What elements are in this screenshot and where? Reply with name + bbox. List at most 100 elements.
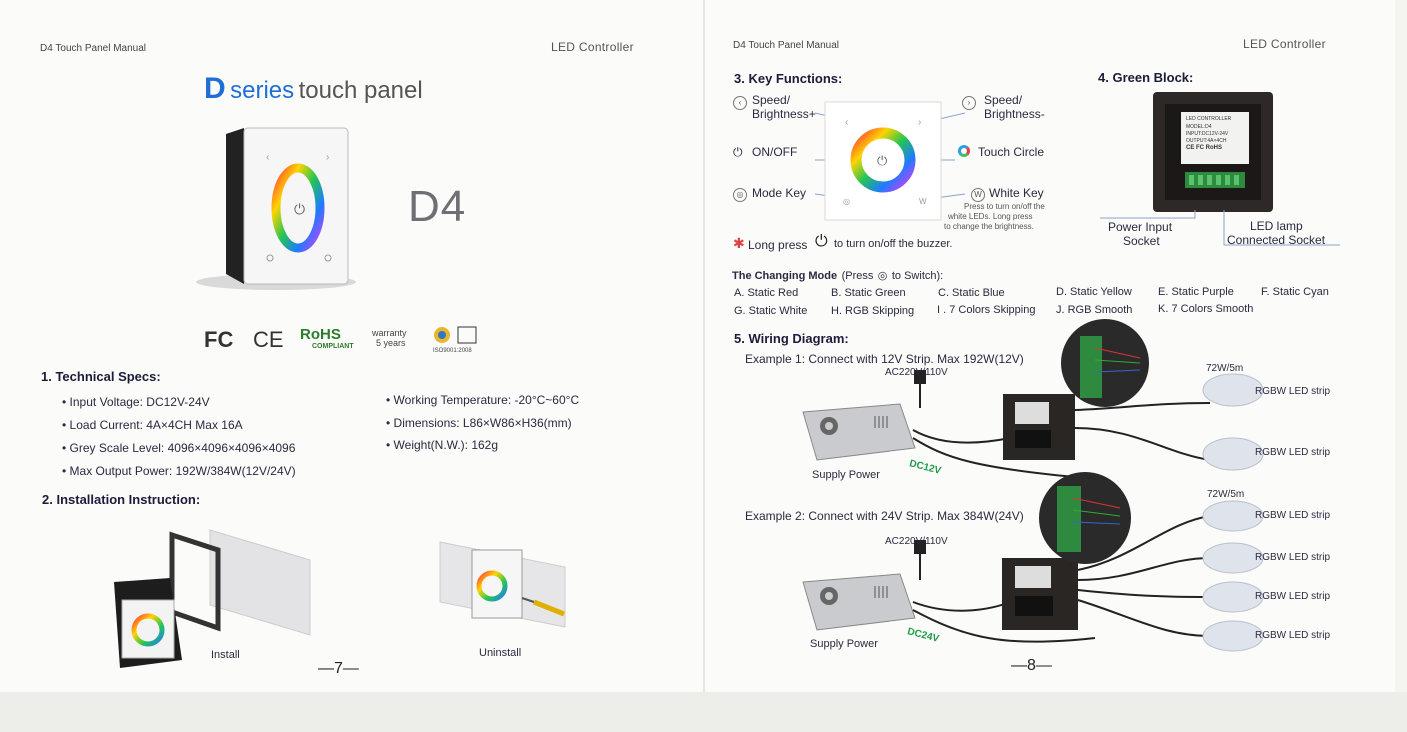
chevron-left-icon: ‹ <box>733 95 747 110</box>
mode-item: B. Static Green <box>831 287 906 299</box>
iso-logo-icon <box>434 326 477 344</box>
chevron-right-icon: › <box>962 95 976 110</box>
white-note-line1: Press to turn on/off the <box>964 202 1045 211</box>
strip-label: RGBW LED strip <box>1255 447 1331 458</box>
page-title: D series touch panel <box>204 72 423 105</box>
svg-text:‹: ‹ <box>266 152 269 163</box>
touch-circle-icon <box>958 145 970 157</box>
long-press-a: Long press <box>748 238 808 252</box>
spec-item: • Max Output Power: 192W/384W(12V/24V) <box>62 464 296 478</box>
rohs-logo: RoHS <box>300 326 341 343</box>
wiring-diagram <box>802 319 1264 652</box>
page-fold <box>703 0 705 692</box>
key-functions-title: 3. Key Functions: <box>734 71 843 86</box>
supply-label-1: Supply Power <box>812 469 880 481</box>
spec-item: • Weight(N.W.): 162g <box>386 438 499 452</box>
mode-icon: ◎ <box>733 187 747 202</box>
svg-text:‹: ‹ <box>845 117 848 128</box>
mode-item: G. Static White <box>734 305 808 317</box>
mode-icon: ◎ <box>877 270 888 282</box>
right-page: D4 Touch Panel Manual LED Controller 3. … <box>705 0 1395 692</box>
specs-title: 1. Technical Specs: <box>41 369 161 384</box>
white-note-line3: to change the brightness. <box>944 222 1034 231</box>
warranty-logo-bottom: 5 years <box>376 338 406 348</box>
mode-item: J. RGB Smooth <box>1056 304 1133 316</box>
supply-label-2: Supply Power <box>810 638 878 650</box>
strip-label: RGBW LED strip <box>1255 510 1331 521</box>
page-number: —8— <box>1011 657 1052 674</box>
spec-item: • Working Temperature: -20°C~60°C <box>386 393 580 407</box>
key-speed-plus: ‹ <box>733 94 752 112</box>
green-label-line: INPUT:DC12V-24V <box>1186 131 1229 137</box>
strip-spec-1: 72W/5m <box>1206 363 1244 374</box>
asterisk-icon: ✱ <box>733 235 745 251</box>
svg-text:›: › <box>326 152 329 163</box>
power-input-line2: Socket <box>1123 234 1160 248</box>
led-socket-line1: LED lamp <box>1250 219 1303 233</box>
strip-label: RGBW LED strip <box>1255 591 1331 602</box>
install-title: 2. Installation Instruction: <box>42 492 201 507</box>
strip-label: RGBW LED strip <box>1255 630 1331 641</box>
spec-item: • Load Current: 4A×4CH Max 16A <box>62 418 243 432</box>
key-onoff: ON/OFF <box>752 145 798 159</box>
key-touch-circle: Touch Circle <box>978 145 1045 159</box>
header-left: D4 Touch Panel Manual <box>40 43 146 54</box>
svg-text:›: › <box>918 117 921 128</box>
long-press-b: to turn on/off the buzzer. <box>834 238 953 250</box>
key-panel-diagram: ⏻ ‹ › ◎ W <box>815 101 965 221</box>
iso-text: ISO9001:2008 <box>433 348 472 354</box>
wiring-title: 5. Wiring Diagram: <box>734 331 849 346</box>
mode-item: D. Static Yellow <box>1056 286 1132 298</box>
strip-spec-2: 72W/5m <box>1207 489 1245 500</box>
header-right: LED Controller <box>1243 37 1326 51</box>
power-icon: ⏻ <box>815 233 828 250</box>
scan-margin <box>0 692 1407 732</box>
key-white: White Key <box>989 186 1044 200</box>
white-key-icon: W <box>971 187 985 202</box>
ac-label-2: AC220V/110V <box>885 536 948 547</box>
mode-item: C. Static Blue <box>938 287 1005 299</box>
white-note-line2: white LEDs. Long press <box>948 212 1033 221</box>
key-mode: Mode Key <box>752 186 807 200</box>
mode-item: F. Static Cyan <box>1261 286 1329 298</box>
header-left: D4 Touch Panel Manual <box>733 40 839 51</box>
example2-text: Example 2: Connect with 24V Strip. Max 3… <box>745 509 1024 523</box>
changing-mode-title: The Changing Mode (Press ◎ to Switch): <box>732 270 944 282</box>
key-speed-minus-line1: Speed/ <box>984 93 1023 107</box>
key-speed-plus-line2: Brightness+ <box>752 107 816 121</box>
spec-item: • Dimensions: L86×W86×H36(mm) <box>386 416 572 430</box>
example1-text: Example 1: Connect with 12V Strip. Max 1… <box>745 352 1024 366</box>
green-label-line: OUTPUT:4A×4CH <box>1186 138 1227 144</box>
strip-label: RGBW LED strip <box>1255 386 1331 397</box>
power-icon: ⏻ <box>733 145 743 159</box>
mode-item: I . 7 Colors Skipping <box>937 304 1036 316</box>
install-illustration <box>114 529 311 668</box>
key-speed-minus: › <box>962 94 981 112</box>
spec-item: • Grey Scale Level: 4096×4096×4096×4096 <box>62 441 296 455</box>
key-speed-minus-line2: Brightness- <box>984 107 1045 121</box>
mode-item: K. 7 Colors Smooth <box>1158 303 1254 315</box>
svg-text:W: W <box>919 197 927 206</box>
header-right: LED Controller <box>551 40 634 54</box>
uninstall-illustration <box>439 541 566 628</box>
uninstall-label: Uninstall <box>479 647 522 659</box>
spec-item: • Input Voltage: DC12V-24V <box>62 395 210 409</box>
svg-text:◎: ◎ <box>843 197 850 206</box>
install-label: Install <box>211 649 240 661</box>
strip-label: RGBW LED strip <box>1255 552 1331 563</box>
green-label-line: MODEL:D4 <box>1186 124 1212 130</box>
warranty-logo-top: warranty <box>372 328 407 338</box>
green-label-line: CE FC RoHS <box>1186 145 1222 151</box>
svg-text:⏻: ⏻ <box>877 153 887 168</box>
key-speed-plus-line1: Speed/ <box>752 93 791 107</box>
mode-item: A. Static Red <box>734 287 799 299</box>
green-block-photo <box>1153 92 1273 212</box>
mode-item: H. RGB Skipping <box>831 305 915 317</box>
ac-label-1: AC220V/110V <box>885 367 948 378</box>
svg-text:⏻: ⏻ <box>294 201 305 217</box>
ce-logo: CE <box>253 327 284 352</box>
led-socket-line2: Connected Socket <box>1227 233 1326 247</box>
green-block-callout-lines <box>1100 210 1340 246</box>
product-photo: ⏻ ‹ › <box>196 127 356 290</box>
rohs-compliant: COMPLIANT <box>312 343 354 350</box>
